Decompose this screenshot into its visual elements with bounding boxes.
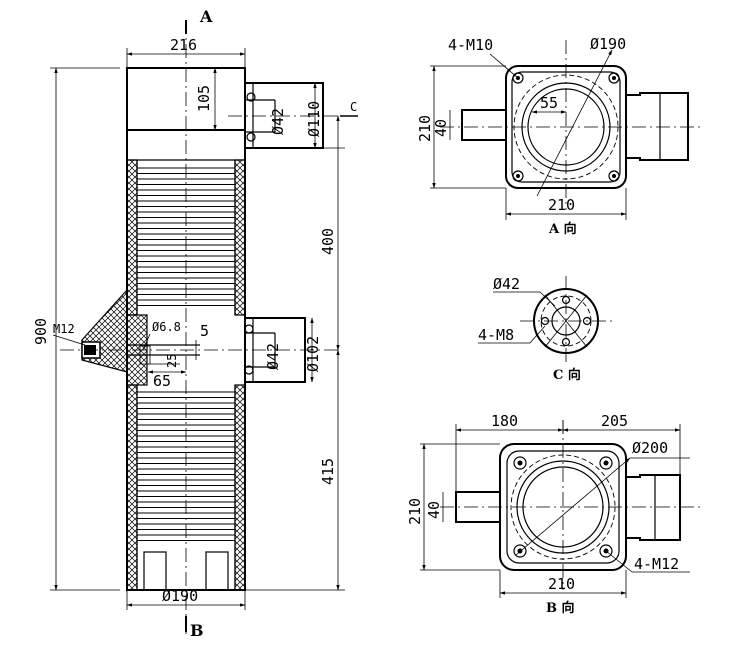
view-A: Ø190 4-M10 55 210 40 210 A 向 <box>416 35 700 237</box>
dim-phi102: Ø102 <box>304 336 322 372</box>
dim-415: 415 <box>319 458 337 485</box>
view-A-bolts: 4-M10 <box>448 36 493 54</box>
dim-25: 25 <box>165 354 179 368</box>
thread-M12: M12 <box>53 322 75 336</box>
view-A-pipe: 40 <box>432 119 450 137</box>
view-B-diameter: Ø200 <box>632 439 668 457</box>
view-C-bolts: 4-M8 <box>478 326 514 344</box>
dim-phi190-bottom: Ø190 <box>162 587 198 605</box>
view-A-width: 210 <box>548 196 575 214</box>
dim-105: 105 <box>195 85 213 112</box>
dim-5: 5 <box>200 322 209 340</box>
view-A-diameter: Ø190 <box>590 35 626 53</box>
dim-phi6-8: Ø6.8 <box>152 320 181 334</box>
dim-phi42-top: Ø42 <box>269 108 287 135</box>
view-A-caption: A 向 <box>548 221 577 237</box>
view-A-offset: 55 <box>540 94 558 112</box>
view-B-pipe: 40 <box>425 501 443 519</box>
top-outlet <box>244 82 324 149</box>
view-B-width: 210 <box>548 575 575 593</box>
section-B-label: B <box>190 621 204 640</box>
view-B-caption: B 向 <box>546 600 575 616</box>
view-A-height: 210 <box>416 115 434 142</box>
dim-400: 400 <box>319 228 337 255</box>
view-B-height: 210 <box>406 498 424 525</box>
view-C-caption: C 向 <box>553 367 581 383</box>
dim-216: 216 <box>170 36 197 54</box>
dim-phi110: Ø110 <box>305 101 323 137</box>
side-view: A B 216 900 105 Ø42 Ø110 C 400 415 M12 <box>32 7 358 640</box>
view-C-diameter: Ø42 <box>493 275 520 293</box>
view-C: Ø42 4-M8 C 向 <box>478 275 612 383</box>
side-boss <box>81 288 128 373</box>
view-B-bolts: 4-M12 <box>634 555 679 573</box>
view-B-left-width: 180 <box>491 412 518 430</box>
dim-900: 900 <box>32 318 50 345</box>
section-A-label: A <box>199 7 213 26</box>
dim-65: 65 <box>153 372 171 390</box>
view-B-right-width: 205 <box>601 412 628 430</box>
dim-phi42-mid: Ø42 <box>264 343 282 370</box>
section-C-label: C <box>350 100 357 114</box>
view-B: Ø200 180 205 210 40 4-M12 210 B 向 <box>406 412 700 616</box>
